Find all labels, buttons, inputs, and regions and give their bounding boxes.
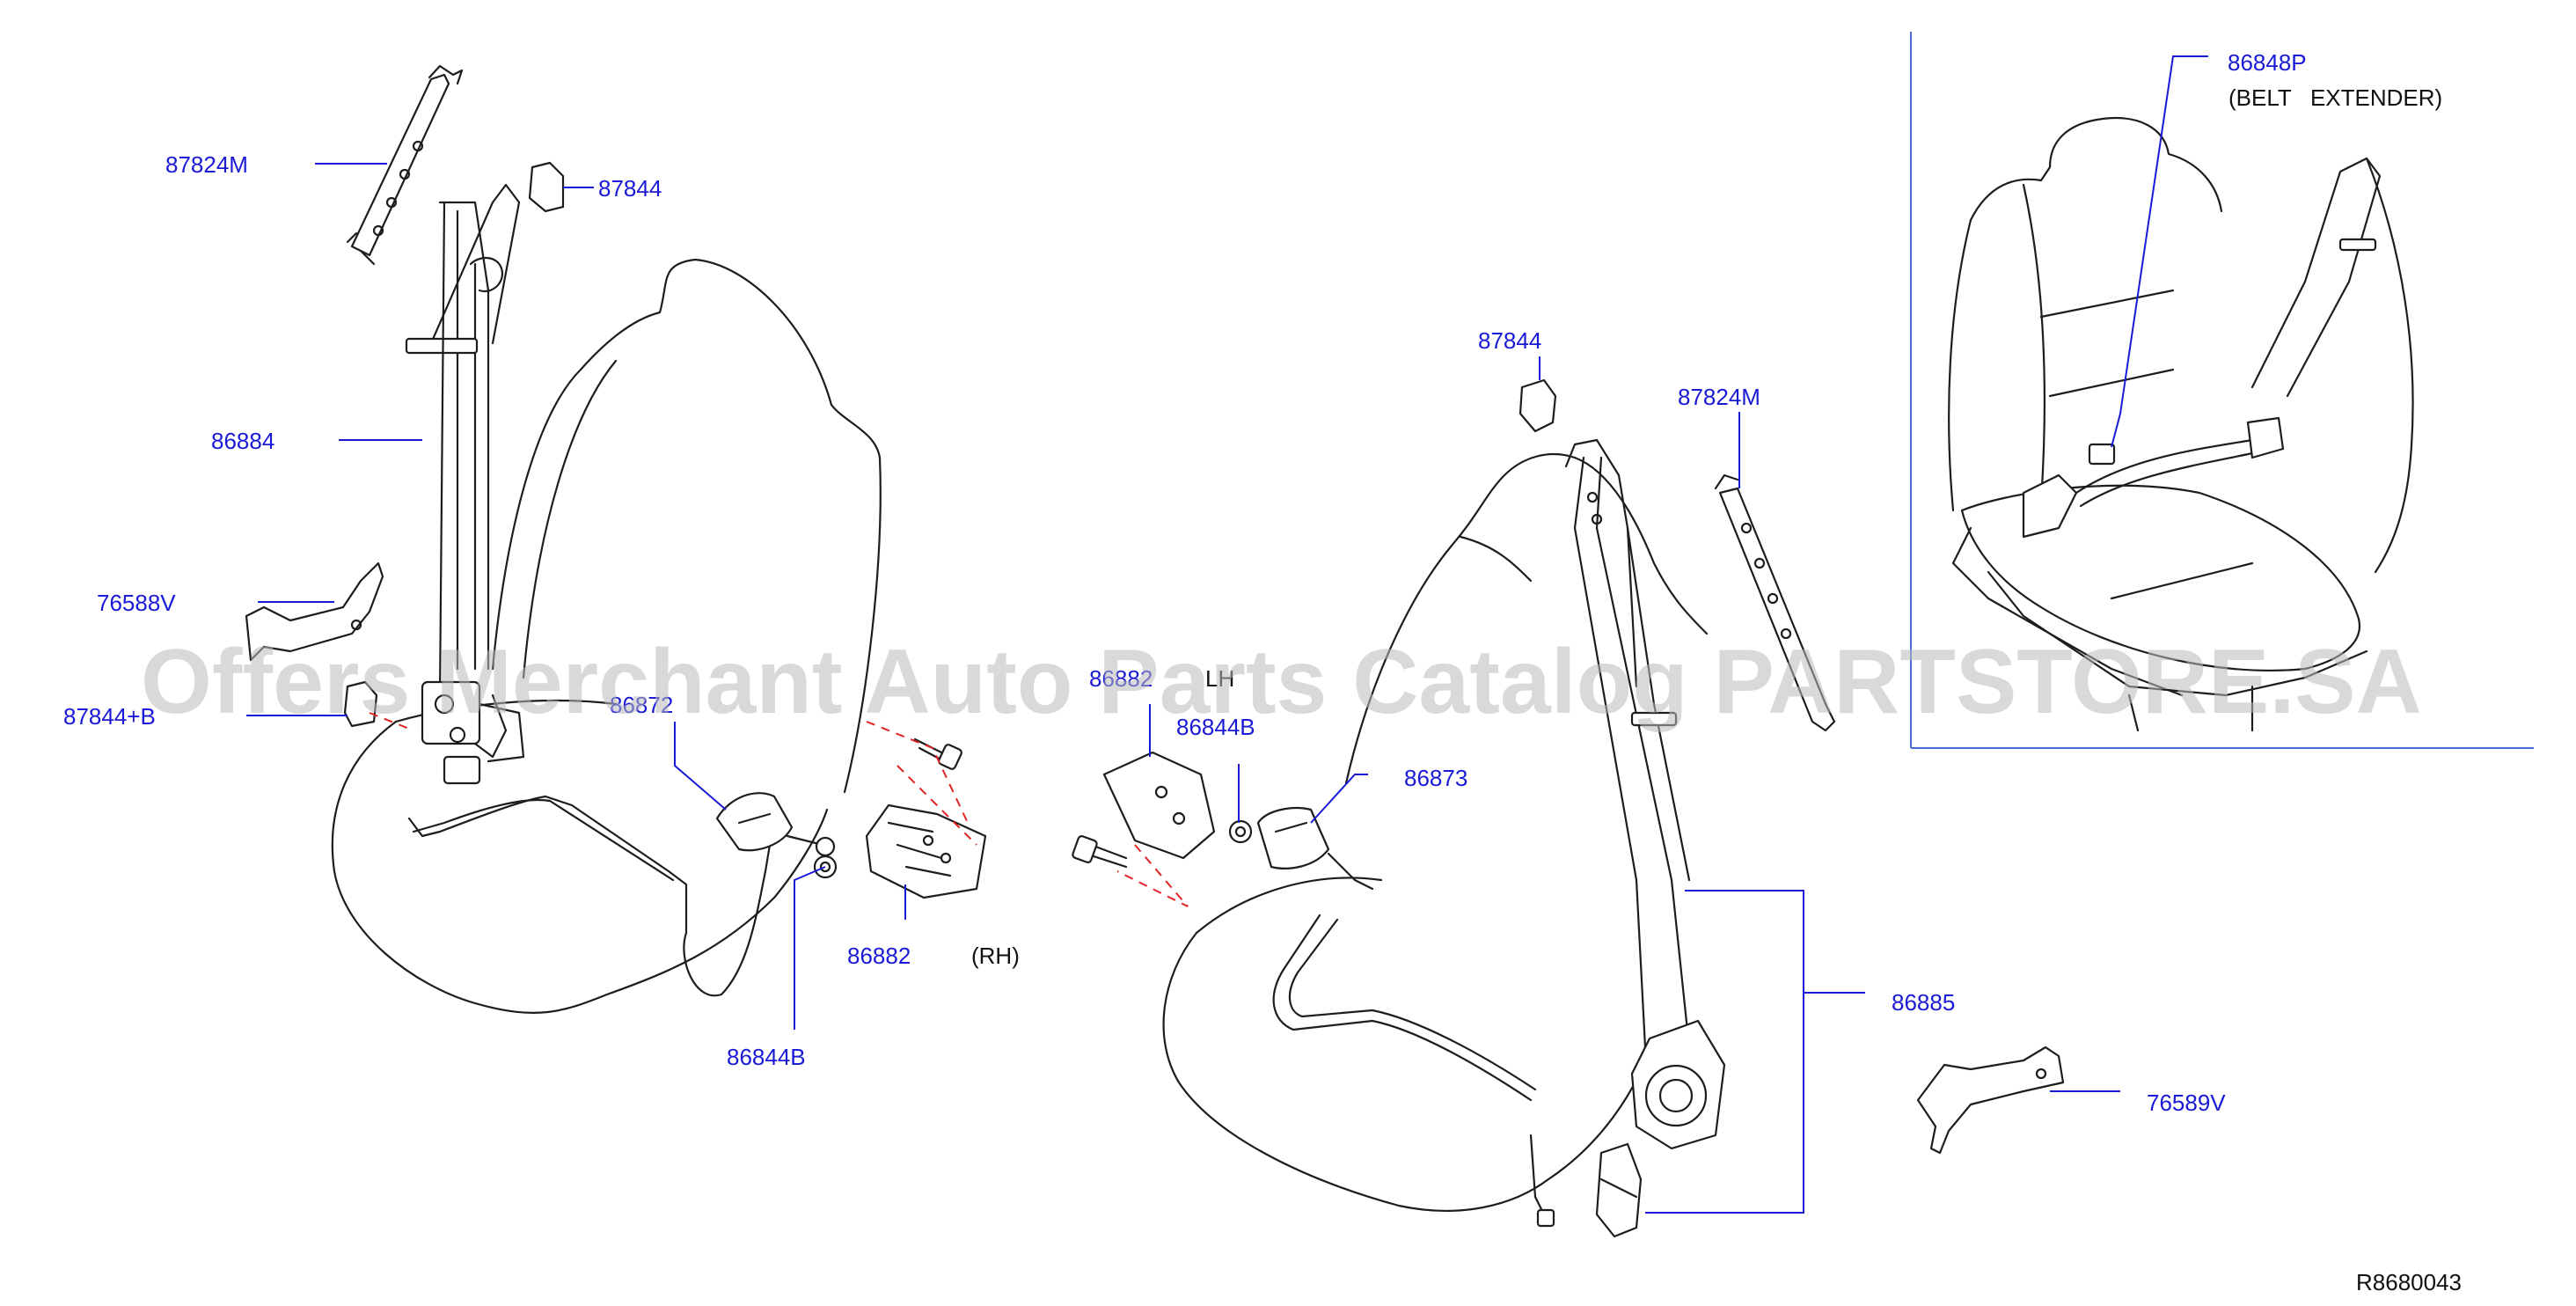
label-87844b[interactable]: 87844+B (63, 703, 156, 730)
bolt-mid (1072, 835, 1128, 869)
label-86848p[interactable]: 86848P (2228, 49, 2307, 76)
buckle-86872 (715, 792, 836, 857)
note-lh-mid: LH (1205, 665, 1234, 692)
label-76588v[interactable]: 76588V (97, 590, 176, 616)
label-76589v[interactable]: 76589V (2147, 1090, 2226, 1116)
left-seat-drawing (331, 258, 882, 1015)
label-87844-right[interactable]: 87844 (1478, 327, 1541, 354)
label-86884[interactable]: 86884 (211, 428, 274, 454)
label-87824m-right[interactable]: 87824M (1678, 384, 1760, 410)
leader-lines (246, 55, 2208, 1214)
height-adjuster-left (346, 64, 464, 266)
label-86844b-mid[interactable]: 86844B (1176, 714, 1255, 740)
label-87824m-left[interactable]: 87824M (165, 151, 248, 178)
note-belt-extender: (BELT EXTENDER) (2228, 84, 2442, 111)
label-86873[interactable]: 86873 (1404, 765, 1467, 791)
bolt-left (913, 737, 962, 770)
anchor-cover-86882-left (865, 803, 987, 899)
cover-87844-right (1519, 378, 1557, 433)
buckle-86873 (1256, 807, 1374, 891)
left-belt-assembly (405, 183, 525, 785)
part-labels: 87824M 87844 86884 76588V 87844+B 86872 … (63, 49, 2442, 1116)
note-rh-left: (RH) (971, 943, 1020, 969)
anchor-plate-86882-mid (1102, 751, 1216, 860)
label-86882-mid[interactable]: 86882 (1089, 665, 1153, 692)
bracket-76589v (1916, 1046, 2065, 1155)
label-86844b-left[interactable]: 86844B (727, 1044, 806, 1070)
cover-87844-left (528, 161, 565, 213)
cover-87844b (343, 680, 378, 728)
height-adjuster-right (1714, 473, 1836, 732)
right-belt-assembly (1564, 438, 1726, 1238)
belt-extender-inset (1910, 32, 2534, 749)
nut-86844b-mid (1228, 819, 1253, 844)
label-86885[interactable]: 86885 (1892, 989, 1955, 1016)
reference-number: R8680043 (2356, 1269, 2462, 1295)
label-86872[interactable]: 86872 (610, 692, 673, 718)
right-seat-drawing (1162, 453, 1709, 1228)
bracket-76588v (245, 561, 384, 662)
watermark-text: Offers Merchant Auto Parts Catalog PARTS… (141, 631, 2422, 733)
label-86882-left[interactable]: 86882 (847, 943, 911, 969)
label-87844-left[interactable]: 87844 (598, 175, 662, 202)
